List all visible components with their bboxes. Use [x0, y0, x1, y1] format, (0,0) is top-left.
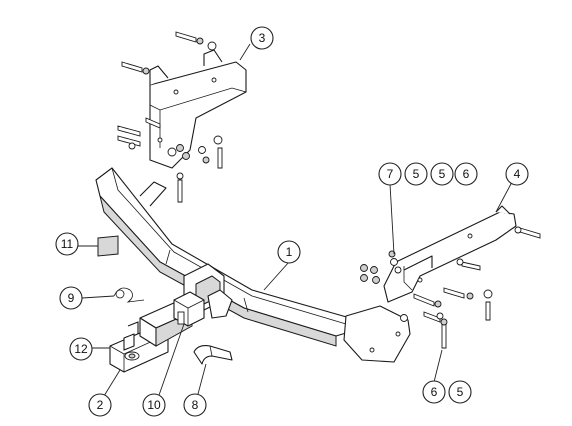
callout-9: 9 [59, 286, 83, 310]
callout-8: 8 [183, 393, 207, 417]
leader-lines [78, 43, 513, 399]
callout-7-label: 7 [387, 167, 394, 181]
mounting-bracket-right [383, 205, 517, 303]
callout-9-label: 9 [68, 291, 75, 305]
callout-6-bottom-label: 6 [431, 385, 438, 399]
callout-10-label: 10 [147, 398, 161, 412]
callout-6-bottom: 6 [422, 380, 446, 404]
callout-10: 10 [142, 393, 166, 417]
callout-1-label: 1 [286, 245, 293, 259]
callout-11-label: 11 [61, 237, 74, 251]
main-crossbar [95, 167, 411, 363]
callout-4: 4 [505, 162, 529, 186]
receiver-pin-assembly [173, 289, 233, 327]
callout-4-label: 4 [514, 167, 521, 181]
callout-5-top-first: 5 [404, 162, 428, 186]
callout-2: 2 [88, 393, 112, 417]
callout-7: 7 [378, 162, 402, 186]
mounting-bracket-left [149, 49, 247, 169]
bracket-right-hardware [360, 226, 541, 349]
callout-2-label: 2 [97, 398, 104, 412]
callout-12-label: 12 [74, 342, 88, 356]
callout-5-top-second-label: 5 [439, 167, 446, 181]
callout-3-label: 3 [259, 31, 266, 45]
callout-5-top-second: 5 [430, 162, 454, 186]
callout-12: 12 [69, 337, 93, 361]
label-plate [97, 235, 119, 257]
callout-5-top-first-label: 5 [413, 167, 420, 181]
callout-5-bottom: 5 [448, 380, 472, 404]
callout-6-top: 6 [454, 162, 478, 186]
callout-5-bottom-label: 5 [457, 385, 464, 399]
locking-pin [193, 345, 233, 365]
callout-8-label: 8 [192, 398, 199, 412]
bracket-left-hardware [117, 31, 223, 203]
callout-1: 1 [277, 240, 301, 264]
callout-6-top-label: 6 [463, 167, 470, 181]
r-clip [113, 287, 145, 303]
callout-3: 3 [250, 26, 274, 50]
callout-11: 11 [55, 232, 79, 256]
